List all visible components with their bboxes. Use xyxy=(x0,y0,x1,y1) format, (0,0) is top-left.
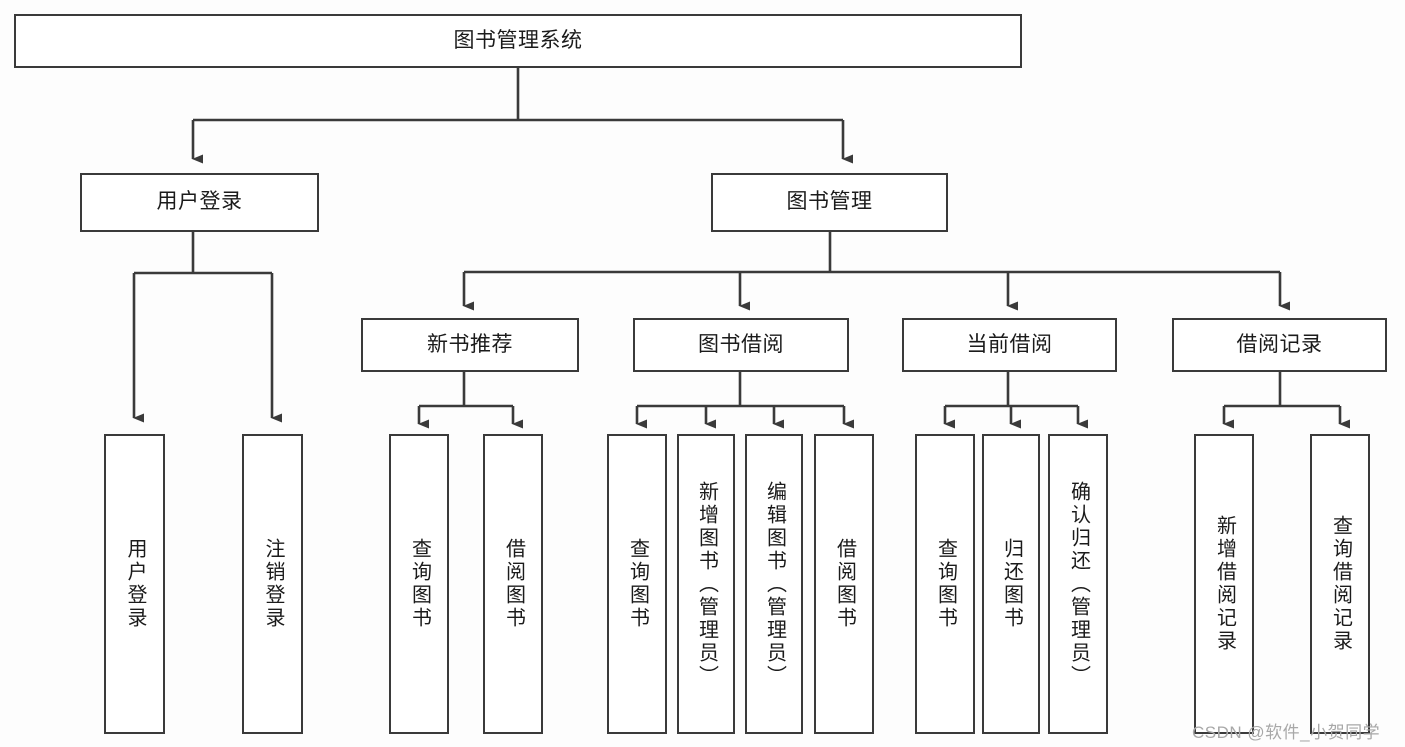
node-leaf-confirm-return[interactable]: 确认归还（管理员） xyxy=(1048,434,1108,734)
node-leaf-add-book[interactable]: 新增图书（管理员） xyxy=(677,434,735,734)
node-root-label: 图书管理系统 xyxy=(453,28,583,52)
node-leaf-edit-book[interactable]: 编辑图书（管理员） xyxy=(745,434,803,734)
node-leaf-query-book-3[interactable]: 查询图书 xyxy=(915,434,975,734)
node-leaf-query-book-1[interactable]: 查询图书 xyxy=(389,434,449,734)
node-leaf-query-book-2-label: 查询图书 xyxy=(626,538,649,630)
node-book-manage-label: 图书管理 xyxy=(786,190,873,214)
node-user-login-label: 用户登录 xyxy=(156,190,243,214)
node-leaf-borrow-book-2-label: 借阅图书 xyxy=(833,538,856,630)
node-leaf-borrow-book-2[interactable]: 借阅图书 xyxy=(814,434,874,734)
node-leaf-logout-label: 注销登录 xyxy=(262,538,284,630)
node-leaf-add-record-label: 新增借阅记录 xyxy=(1213,515,1236,653)
node-leaf-query-book-2[interactable]: 查询图书 xyxy=(607,434,667,734)
node-new-book-recommend[interactable]: 新书推荐 xyxy=(361,318,579,372)
node-current-borrow-label: 当前借阅 xyxy=(966,332,1053,356)
node-leaf-return-book-label: 归还图书 xyxy=(1000,538,1023,630)
node-leaf-confirm-return-label: 确认归还（管理员） xyxy=(1067,480,1090,688)
node-new-book-recommend-label: 新书推荐 xyxy=(427,332,513,356)
node-leaf-logout[interactable]: 注销登录 xyxy=(242,434,303,734)
node-root[interactable]: 图书管理系统 xyxy=(14,14,1022,68)
node-leaf-add-record[interactable]: 新增借阅记录 xyxy=(1194,434,1254,734)
node-user-login[interactable]: 用户登录 xyxy=(80,173,319,232)
node-leaf-return-book[interactable]: 归还图书 xyxy=(982,434,1040,734)
node-book-borrow-label: 图书借阅 xyxy=(698,332,784,356)
node-leaf-query-book-3-label: 查询图书 xyxy=(934,538,957,630)
node-leaf-edit-book-label: 编辑图书（管理员） xyxy=(763,480,786,688)
node-current-borrow[interactable]: 当前借阅 xyxy=(902,318,1117,372)
node-leaf-user-login[interactable]: 用户登录 xyxy=(104,434,165,734)
node-leaf-query-record-label: 查询借阅记录 xyxy=(1329,515,1352,653)
node-borrow-record-label: 借阅记录 xyxy=(1236,332,1323,356)
node-leaf-add-book-label: 新增图书（管理员） xyxy=(695,480,718,688)
node-leaf-query-record[interactable]: 查询借阅记录 xyxy=(1310,434,1370,734)
node-leaf-borrow-book-1[interactable]: 借阅图书 xyxy=(483,434,543,734)
node-borrow-record[interactable]: 借阅记录 xyxy=(1172,318,1387,372)
node-leaf-query-book-1-label: 查询图书 xyxy=(408,538,431,630)
node-book-borrow[interactable]: 图书借阅 xyxy=(633,318,849,372)
node-leaf-user-login-label: 用户登录 xyxy=(124,538,146,630)
node-leaf-borrow-book-1-label: 借阅图书 xyxy=(502,538,525,630)
node-book-manage[interactable]: 图书管理 xyxy=(711,173,948,232)
